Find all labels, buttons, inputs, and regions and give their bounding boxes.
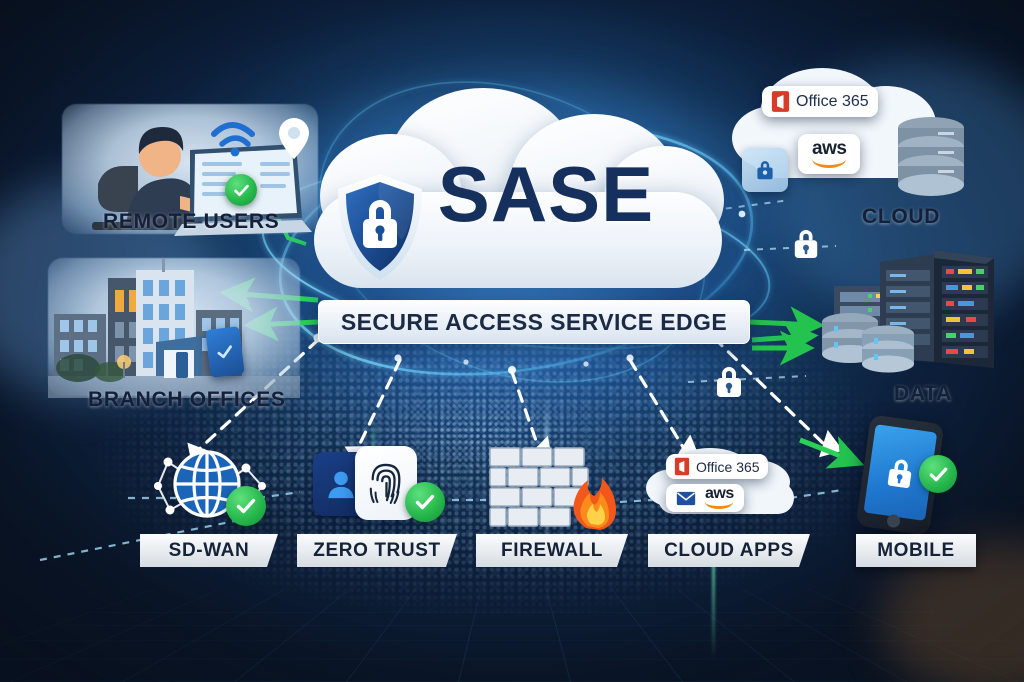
label-remote-users: REMOTE USERS [103,210,280,233]
green-check-icon [405,482,445,522]
lock-bag-icon [742,148,788,192]
aws-label: aws [812,138,847,159]
aws-smile-icon [812,159,847,169]
plate-sd-wan[interactable]: SD-WAN [140,534,278,567]
office365-logo [771,91,790,112]
label-branch-offices: BRANCH OFFICES [88,388,286,411]
label-zero-trust: ZERO TRUST [313,539,441,561]
globe-network-icon [154,450,266,518]
padlock-icon-upper-right [792,228,820,265]
plate-mobile[interactable]: MOBILE [856,534,976,567]
node-cloud-apps[interactable]: Office 365 aws [644,444,812,534]
sase-title-wrap: SASE [292,88,744,300]
label-sd-wan: SD-WAN [168,539,250,561]
label-cloud: CLOUD [862,205,941,228]
green-check-icon [225,174,257,206]
brick-wall-icon [489,447,616,530]
office365-label: Office 365 [696,458,760,475]
label-cloud-apps: CLOUD APPS [664,539,794,561]
fingerprint-icon [369,463,401,504]
aws-smile-icon [705,502,734,510]
aws-logo: aws [705,485,734,510]
database-stack-icon [898,117,964,196]
flame-icon [573,478,616,530]
plate-cloud-apps[interactable]: CLOUD APPS [648,534,810,567]
mobile-green-link [799,436,865,469]
node-firewall[interactable] [486,442,626,532]
office365-label: Office 365 [796,92,869,110]
office365-badge: Office 365 [762,86,878,117]
tablet-check-icon [205,326,245,378]
node-remote-users[interactable] [62,104,318,244]
node-sd-wan[interactable] [140,440,290,532]
office365-logo [674,457,690,476]
green-check-icon [226,486,266,526]
label-data: DATA [894,382,953,405]
office-buildings-icon [48,258,300,398]
home-button [886,513,901,529]
aws-label: aws [705,485,734,502]
node-data[interactable] [808,236,1014,394]
plate-zero-trust[interactable]: ZERO TRUST [297,534,457,567]
cloud-apps-row2: aws [666,484,744,513]
label-firewall: FIREWALL [501,539,603,561]
label-mobile: MOBILE [877,539,955,561]
node-zero-trust[interactable] [305,444,453,532]
green-check-icon [919,455,957,493]
aws-badge: aws [798,134,861,175]
sase-banner: SECURE ACCESS SERVICE EDGE [318,300,750,344]
plate-firewall[interactable]: FIREWALL [476,534,628,567]
node-mobile[interactable] [845,414,975,536]
padlock-icon-lower-right [714,365,744,404]
office365-badge: Office 365 [666,454,768,479]
shield-lock-icon [334,172,426,282]
light-beam-cloud-apps [712,560,715,660]
smartphone-lock-icon [855,414,945,536]
envelope-icon [676,491,696,505]
node-branch-offices[interactable] [48,258,300,398]
server-rack-icon [822,250,994,373]
sase-title: SASE [437,150,655,238]
node-cloud[interactable]: Office 365 aws [726,62,998,212]
fingerprint-card [355,446,417,520]
sase-banner-label: SECURE ACCESS SERVICE EDGE [340,308,728,335]
